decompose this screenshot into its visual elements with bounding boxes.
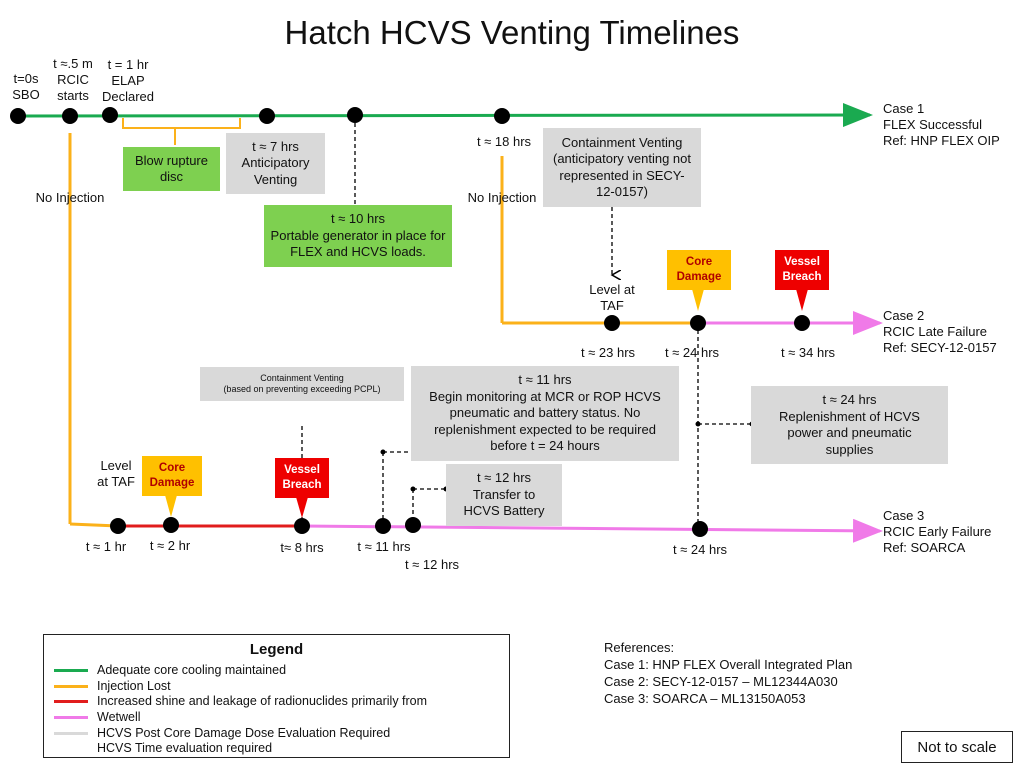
legend-item: Wetwell [54,710,141,725]
t18-label: t ≈ 18 hrs [476,134,532,149]
anticipatory-venting-box: t ≈ 7 hrs Anticipatory Venting [226,133,325,194]
case3-marker-t8 [294,518,310,534]
case3-vessel-breach-callout: Vessel Breach [275,458,329,498]
legend-item: Increased shine and leakage of radionucl… [54,694,427,709]
containment-venting-pcpl-box: Containment Venting (based on preventing… [200,367,404,401]
monitoring-box: t ≈ 11 hrs Begin monitoring at MCR or RO… [411,366,679,461]
legend-swatch-orange [54,685,88,688]
case1-marker-t7 [259,108,275,124]
legend-swatch-gray [54,732,88,735]
not-to-scale-label: Not to scale [901,731,1013,763]
legend: Legend Adequate core cooling maintained … [43,634,510,758]
containment-venting-anticipatory-box: Containment Venting (anticipatory ventin… [543,128,701,207]
legend-item: Injection Lost [54,679,171,694]
case3-t11-label: t ≈ 11 hrs [357,539,411,554]
case3-t12-label: t ≈ 12 hrs [404,557,460,572]
case3-core-damage-pointer [165,495,177,517]
references: References: Case 1: HNP FLEX Overall Int… [604,640,853,706]
legend-item: HCVS Time evaluation required [54,741,272,756]
case3-wetwell-line [301,518,883,543]
replenishment-box: t ≈ 24 hrs Replenishment of HCVS power a… [751,386,948,464]
case3-injection-lost-horizontal [69,522,119,528]
blow-rupture-box: Blow rupture disc [123,147,220,191]
case3-t2-label: t ≈ 2 hr [149,538,191,553]
legend-swatch-pink [54,716,88,719]
blow-rupture-bracket [122,118,241,145]
portable-generator-box: t ≈ 10 hrs Portable generator in place f… [264,205,452,267]
case3-marker-t12 [405,517,421,533]
case2-marker-t24 [690,315,706,331]
case3-t8-label: t≈ 8 hrs [280,540,324,555]
case2-marker-t34 [794,315,810,331]
case3-t1-label: t ≈ 1 hr [85,539,127,554]
case2-level-at-taf: Level at TAF [589,282,635,313]
case3-vessel-breach-pointer [296,497,308,518]
diagram-title: Hatch HCVS Venting Timelines [284,14,740,51]
case2-core-damage-pointer [692,289,704,311]
case2-marker-t23 [604,315,620,331]
case3-marker-t11 [375,518,391,534]
legend-item: HCVS Post Core Damage Dose Evaluation Re… [54,726,390,741]
case3-core-damage-callout: Core Damage [142,456,202,496]
case3-marker-t2 [163,517,179,533]
no-injection-left: No Injection [35,190,105,205]
case1-marker-t18 [494,108,510,124]
case2-vessel-breach-callout: Vessel Breach [775,250,829,290]
legend-title: Legend [249,641,304,658]
case2-core-damage-callout: Core Damage [667,250,731,290]
legend-swatch-green [54,669,88,672]
legend-swatch-red [54,700,88,703]
case1-marker-t0 [10,108,26,124]
case3-marker-t24 [692,521,708,537]
case2-t23-label: t ≈ 23 hrs [580,345,636,360]
case1-marker-t10 [347,107,363,123]
case3-t24-label: t ≈ 24 hrs [672,542,728,557]
case1-marker-elap [102,107,118,123]
case2-vessel-breach-pointer [796,289,808,311]
case3-marker-t1 [110,518,126,534]
no-injection-right: No Injection [467,190,537,205]
legend-item: Adequate core cooling maintained [54,663,286,678]
case2-t24-label: t ≈ 24 hrs [664,345,720,360]
transfer-battery-box: t ≈ 12 hrs Transfer to HCVS Battery [446,464,562,526]
case2-t34-label: t ≈ 34 hrs [780,345,836,360]
legend-swatch-blank [54,747,88,750]
case1-timeline [17,103,873,128]
case3-level-at-taf: Level at TAF [97,458,135,489]
case1-marker-rcic [62,108,78,124]
